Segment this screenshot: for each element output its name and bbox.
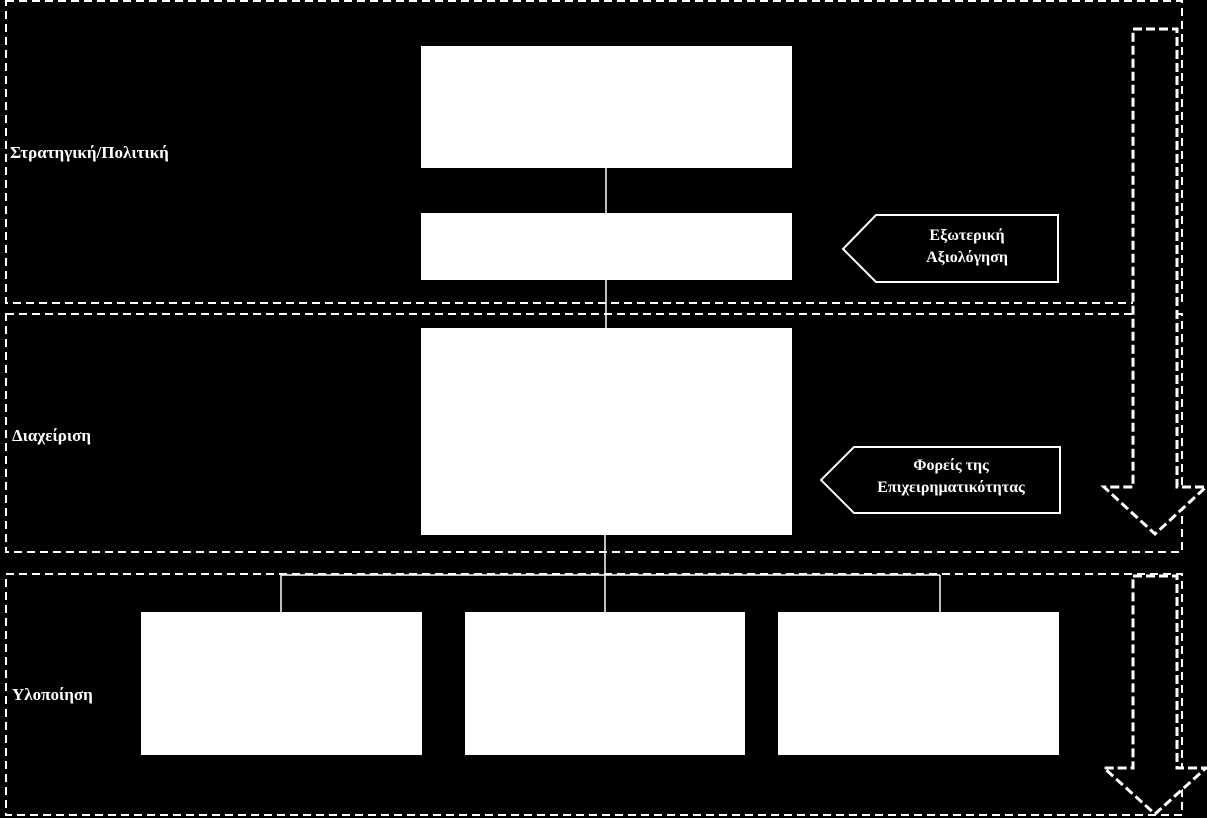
zone-label-strategy: Στρατηγική/Πολιτική bbox=[10, 143, 169, 162]
callout-business-bodies-line1: Φορείς της bbox=[913, 457, 989, 474]
callout-external-evaluation-line1: Εξωτερική bbox=[929, 227, 1005, 244]
callout-business-bodies-line2: Επιχειρηματικότητας bbox=[877, 479, 1025, 496]
down-arrow-icon bbox=[1100, 574, 1207, 817]
callout-external-evaluation-shape bbox=[841, 214, 1059, 283]
implementation-box-center bbox=[465, 612, 745, 755]
callout-external-evaluation-line2: Αξιολόγηση bbox=[926, 249, 1008, 266]
callout-business-bodies: Φορείς της Επιχειρηματικότητας bbox=[846, 455, 1056, 499]
zone-label-management: Διαχείριση bbox=[12, 426, 92, 445]
zone-frame-management bbox=[5, 313, 1183, 553]
strategy-middle-box bbox=[421, 213, 792, 280]
callout-external-evaluation: Εξωτερική Αξιολόγηση bbox=[876, 225, 1058, 269]
zone-frame-implementation bbox=[5, 573, 1183, 816]
zone-label-implementation: Υλοποίηση bbox=[12, 685, 93, 704]
implementation-box-right bbox=[778, 612, 1059, 755]
callout-business-bodies-shape bbox=[819, 446, 1061, 514]
implementation-box-left bbox=[141, 612, 422, 755]
zone-frame-strategy bbox=[5, 0, 1183, 304]
strategy-top-box bbox=[421, 46, 792, 168]
management-box bbox=[421, 328, 792, 535]
down-arrow-icon bbox=[1100, 27, 1207, 537]
